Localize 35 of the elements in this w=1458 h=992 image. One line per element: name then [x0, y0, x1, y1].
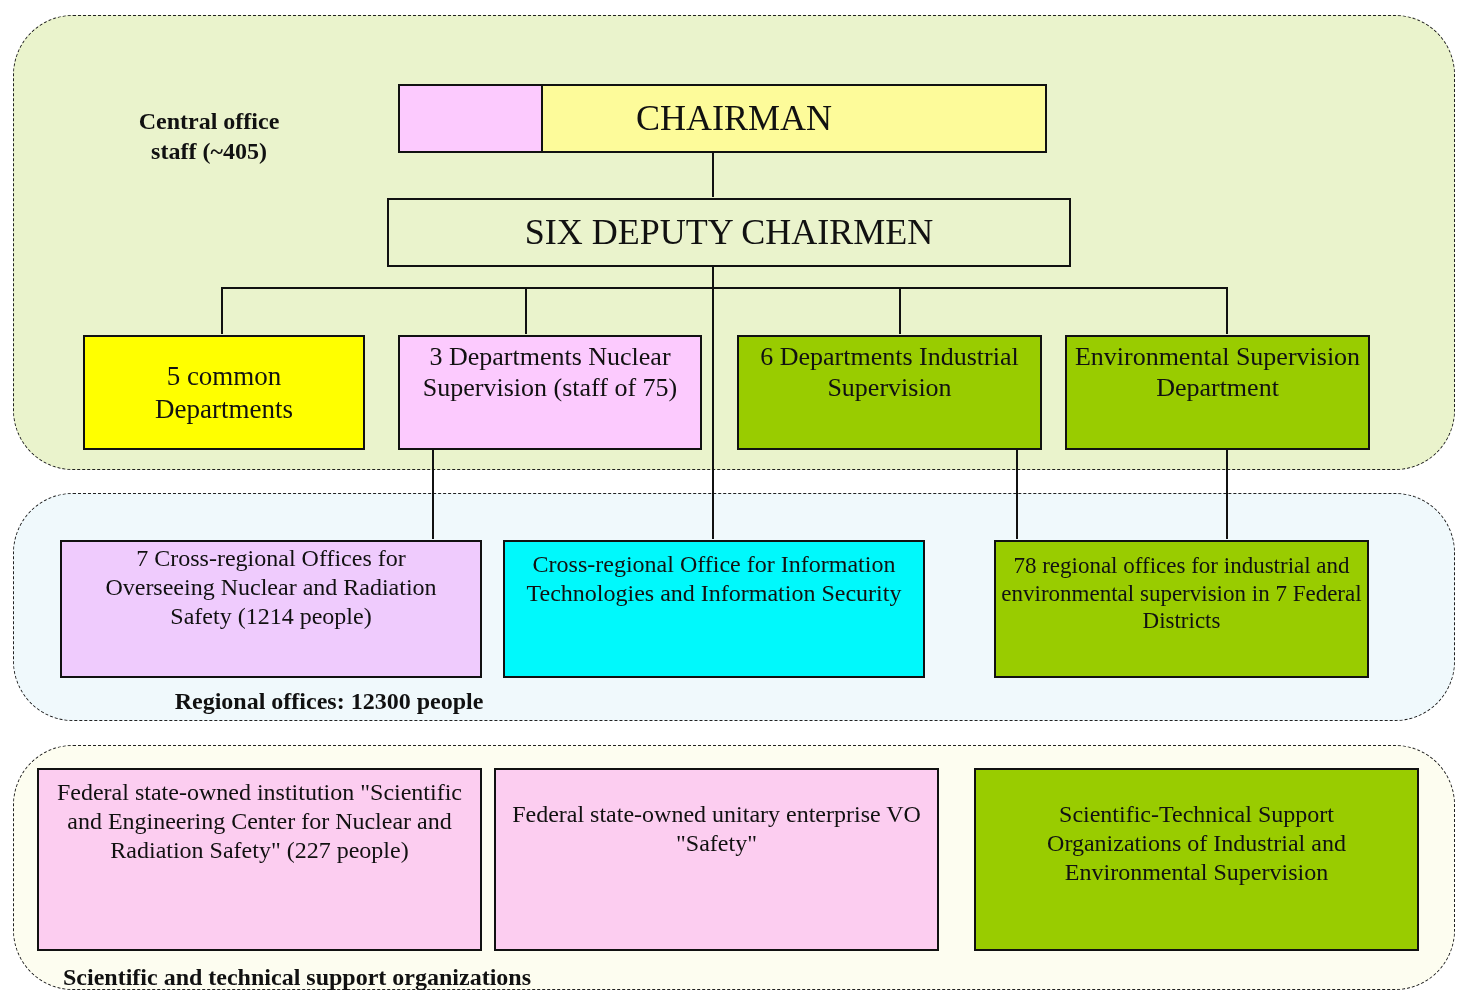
box-label: Scientific-Technical Support Organizations of Industrial and Environmental Supervision	[1046, 800, 1347, 887]
box-label: 3 Departments Nuclear Supervision (staff of 75)	[421, 341, 679, 404]
connector-line	[712, 151, 714, 198]
org-box	[503, 540, 925, 678]
box-label: 78 regional offices for industrial and environmental supervision in 7 Federal Districts	[1000, 552, 1363, 635]
box-label: CHAIRMAN	[636, 96, 832, 140]
box-label: Federal state-owned institution "Scientific and Engineering Center for Nuclear and Radiation Safety" (227 people)	[55, 778, 463, 865]
box-label: SIX DEPUTY CHAIRMEN	[524, 210, 934, 254]
connector-line	[432, 448, 434, 540]
org-box	[541, 84, 1047, 153]
box-label: 5 common Departments	[154, 360, 294, 425]
connector-line	[1016, 448, 1018, 540]
org-box	[60, 540, 482, 678]
org-box	[398, 335, 702, 450]
group-heading: Regional offices: 12300 people	[173, 687, 485, 716]
org-box	[494, 768, 939, 951]
box-label: Environmental Supervision Department	[1073, 341, 1362, 404]
box-label: Federal state-owned unitary enterprise VO "Safety"	[511, 800, 922, 858]
box-label: 7 Cross-regional Offices for Overseeing Nuclear and Radiation Safety (1214 people)	[104, 544, 438, 631]
group-heading: Central office staff (~405)	[137, 107, 281, 166]
color-block	[398, 84, 543, 153]
org-box	[974, 768, 1419, 951]
org-box	[1065, 335, 1370, 450]
group-panel	[13, 15, 1455, 470]
org-box	[737, 335, 1042, 450]
org-box	[83, 335, 365, 450]
group-heading: Scientific and technical support organizations	[62, 963, 532, 992]
box-label: Cross-regional Office for Information Technologies and Information Security	[525, 550, 903, 608]
connector-line	[1226, 448, 1228, 540]
org-box	[37, 768, 482, 951]
box-label: 6 Departments Industrial Supervision	[759, 341, 1020, 404]
org-box	[994, 540, 1369, 678]
group-panel	[13, 493, 1455, 721]
org-box	[387, 198, 1071, 267]
group-panel	[13, 745, 1455, 990]
